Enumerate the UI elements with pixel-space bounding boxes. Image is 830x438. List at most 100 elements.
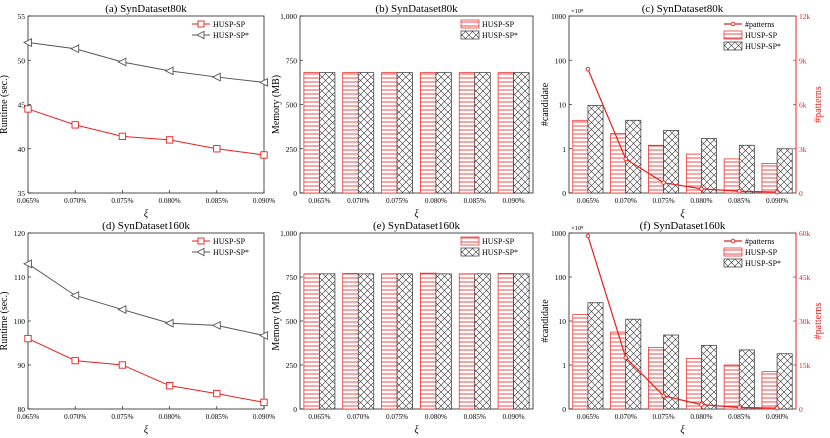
y-tick-label: 750 [286, 56, 298, 65]
x-tick-label: 0.070% [615, 413, 637, 421]
data-point-square [118, 132, 127, 141]
y2-tick-label: 0 [799, 405, 803, 414]
series-line [27, 263, 265, 337]
y-tick-label: 40 [18, 145, 26, 154]
bar [723, 158, 740, 194]
patterns-point [661, 393, 666, 399]
bar [319, 273, 336, 410]
bar [625, 318, 642, 410]
data-point-triangle [117, 57, 127, 67]
y2-tick-label: 3k [799, 145, 807, 154]
y-axis-label: Memory (MB) [271, 75, 282, 134]
x-axis-label: ξ [680, 425, 685, 436]
bar [701, 344, 717, 410]
x-axis-label: ξ [414, 425, 419, 436]
bar [474, 273, 491, 410]
data-point-triangle [164, 66, 174, 76]
patterns-point [699, 402, 704, 407]
y-axis-label: Memory (MB) [271, 291, 282, 350]
x-tick-label: 0.080% [425, 197, 447, 205]
x-axis-label: ξ [414, 209, 419, 220]
y2-tick-label: 0 [799, 189, 803, 198]
y-tick-label: 0 [562, 405, 566, 414]
legend-swatch [723, 30, 743, 40]
y-tick-label: 100 [555, 273, 567, 282]
patterns-point [737, 188, 742, 194]
legend-label: #patterns [745, 20, 774, 29]
y-tick-label: 500 [286, 317, 298, 326]
data-point-triangle [164, 318, 174, 328]
y-tick-label: 1,000 [280, 229, 297, 238]
patterns-point [774, 189, 780, 195]
chart-panel-2: (c) SynDataset80k0.065%0.070%0.075%0.080… [540, 3, 824, 220]
y-tick-label: 0 [293, 189, 297, 198]
bar [303, 273, 320, 410]
y-multiplier: ×10⁸ [571, 225, 584, 232]
x-tick-label: 0.070% [347, 413, 369, 421]
y-axis-label: Runtime (sec.) [0, 75, 10, 134]
bar [648, 347, 664, 410]
y-tick-label: 110 [14, 273, 25, 282]
legend-label: HUSP-SP [745, 248, 778, 257]
y2-axis-label: #patterns [813, 303, 824, 340]
data-point-square [71, 356, 79, 365]
x-tick-label: 0.070% [64, 413, 86, 421]
bar [396, 72, 413, 194]
y-tick-label: 1000 [551, 229, 566, 238]
y-tick-label: 250 [286, 145, 298, 154]
x-tick-label: 0.075% [652, 413, 674, 421]
data-point-triangle [259, 77, 268, 87]
y-multiplier: ×10⁸ [571, 8, 584, 15]
y2-tick-label: 6k [799, 101, 807, 110]
y-tick-label: 0 [562, 189, 566, 198]
x-tick-label: 0.065% [577, 197, 599, 205]
x-tick-label: 0.070% [347, 197, 369, 205]
y-tick-label: 55 [18, 12, 26, 21]
bar [761, 371, 778, 410]
bar [357, 72, 375, 194]
y2-tick-label: 9k [799, 56, 807, 65]
legend-label: HUSP-SP* [213, 248, 249, 257]
x-tick-label: 0.075% [386, 197, 408, 205]
bar [396, 273, 413, 410]
legend-swatch [460, 19, 480, 29]
y-tick-label: 250 [286, 361, 298, 370]
x-tick-label: 0.090% [502, 197, 524, 205]
x-axis-label: ξ [144, 209, 149, 220]
x-tick-label: 0.085% [464, 197, 486, 205]
series-line [27, 108, 265, 156]
data-point-triangle [23, 259, 32, 269]
bar [357, 273, 375, 410]
y-axis-label: #candidate [540, 82, 551, 126]
data-point-square [260, 398, 268, 407]
bar [342, 273, 359, 410]
bar [663, 334, 680, 410]
x-tick-label: 0.065% [17, 197, 39, 205]
bar [776, 353, 793, 410]
bar [610, 331, 627, 410]
bar [723, 364, 740, 410]
legend-swatch [723, 41, 743, 51]
bar [761, 163, 778, 194]
legend-label: HUSP-SP* [482, 248, 518, 257]
patterns-point [623, 156, 629, 162]
data-point-square [213, 389, 221, 398]
patterns-line [587, 68, 778, 193]
y-tick-label: 45 [18, 101, 26, 110]
x-tick-label: 0.080% [159, 413, 181, 421]
y-tick-label: 1000 [551, 12, 566, 21]
data-point-triangle [70, 44, 80, 54]
bar [435, 72, 452, 194]
bar [701, 138, 717, 194]
bar [381, 72, 398, 194]
legend-swatch [460, 30, 480, 40]
x-axis-label: ξ [680, 209, 685, 220]
y-axis-label: #candidate [540, 299, 551, 343]
data-point-triangle [211, 320, 221, 330]
legend-label: HUSP-SP [213, 20, 246, 29]
y-tick-label: 100 [555, 56, 567, 65]
y-tick-label: 0 [293, 405, 297, 414]
x-tick-label: 0.090% [502, 413, 524, 421]
legend-marker-square [197, 20, 205, 28]
y2-tick-label: 15k [799, 361, 811, 370]
